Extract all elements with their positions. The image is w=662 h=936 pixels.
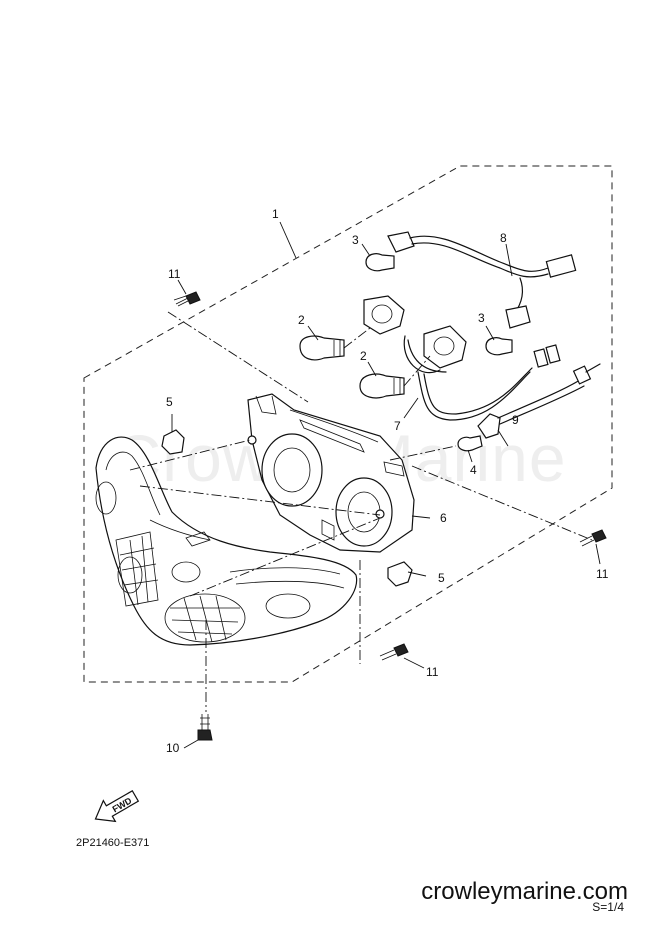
callout-5-lower: 5 — [438, 571, 445, 585]
callout-labels: 1 2 2 3 3 4 5 5 6 7 8 9 10 11 11 11 — [166, 207, 609, 755]
callout-8: 8 — [500, 231, 507, 245]
bulb-2-lower — [359, 373, 405, 399]
screw-10 — [197, 714, 213, 741]
callout-3-upper: 3 — [352, 233, 359, 247]
bulb-3-upper — [365, 253, 395, 272]
headlight-lens — [95, 436, 358, 646]
socket-assembly — [477, 363, 601, 439]
callout-4: 4 — [470, 463, 477, 477]
assembly-boundary — [83, 165, 613, 683]
callout-2-upper: 2 — [298, 313, 305, 327]
bulb-2-upper — [299, 335, 345, 361]
screw-11-bottom — [379, 643, 409, 661]
leader-lines — [171, 221, 601, 749]
wire-lead — [387, 231, 577, 329]
callout-11-bottom: 11 — [426, 665, 439, 679]
callout-11-right: 11 — [596, 567, 609, 581]
bulb-4 — [457, 435, 483, 452]
callout-11-top: 11 — [168, 267, 181, 281]
reflector-housing — [247, 393, 415, 553]
sheet-label: S=1/4 — [592, 900, 624, 914]
callout-3-lower: 3 — [478, 311, 485, 325]
grommet-upper — [161, 429, 185, 455]
callout-7: 7 — [394, 419, 401, 433]
diagram-code: 2P21460-E371 — [76, 837, 150, 849]
wire-harness — [363, 295, 561, 421]
bulb-3-lower — [485, 337, 513, 356]
screw-11-top — [173, 291, 201, 307]
site-url: crowleymarine.com — [421, 878, 628, 905]
chain-lines — [129, 311, 593, 712]
grommet-lower — [387, 561, 413, 587]
callout-6: 6 — [440, 511, 447, 525]
callout-5-upper: 5 — [166, 395, 173, 409]
callout-10: 10 — [166, 741, 180, 755]
callout-9: 9 — [512, 413, 519, 427]
callout-1: 1 — [272, 207, 279, 221]
fwd-arrow: FWD — [94, 789, 140, 823]
screw-11-right — [579, 529, 607, 547]
callout-2-lower: 2 — [360, 349, 367, 363]
